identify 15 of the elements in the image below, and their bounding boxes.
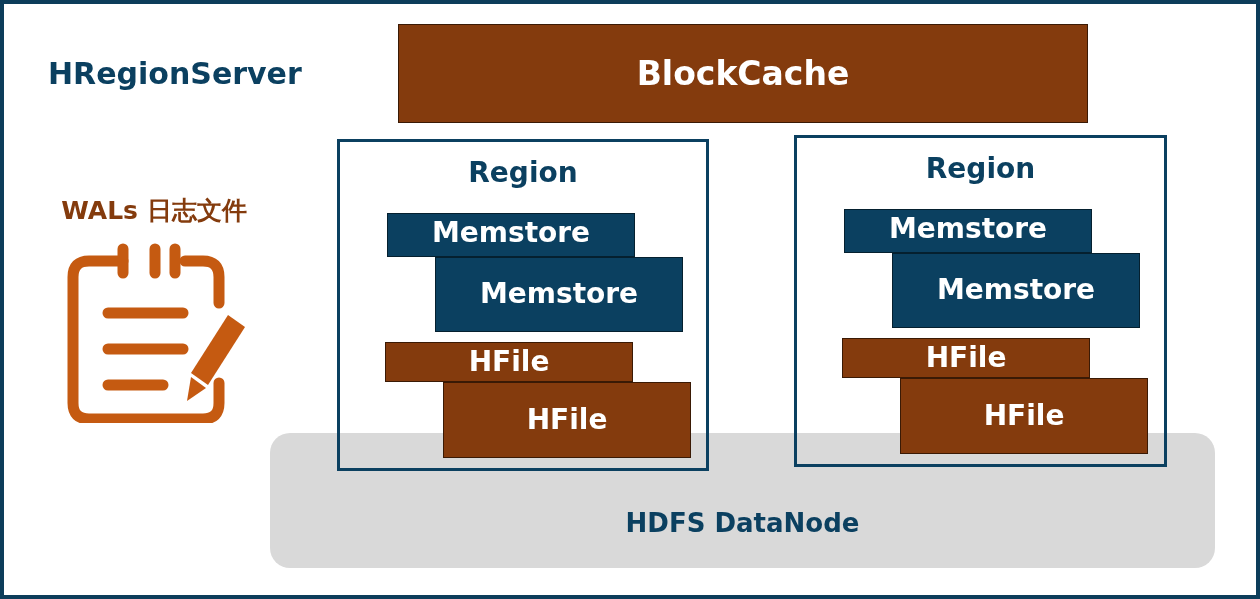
memstore-box: Memstore bbox=[844, 209, 1092, 253]
hfile-box: HFile bbox=[900, 378, 1148, 454]
hfile-box: HFile bbox=[385, 342, 633, 382]
region-frame bbox=[794, 135, 1167, 467]
log-files-label: WALs 日志文件 bbox=[61, 195, 247, 227]
memstore-box: Memstore bbox=[387, 213, 635, 257]
cache-box: BlockCache bbox=[398, 24, 1088, 123]
memstore-box: Memstore bbox=[435, 257, 683, 332]
memstore-box: Memstore bbox=[892, 253, 1140, 328]
frame-title: HRegionServer bbox=[48, 56, 302, 91]
hfile-box: HFile bbox=[842, 338, 1090, 378]
region-frame bbox=[337, 139, 709, 471]
region-title: Region bbox=[924, 152, 1037, 185]
region-title: Region bbox=[467, 156, 579, 189]
hfile-box: HFile bbox=[443, 382, 691, 458]
